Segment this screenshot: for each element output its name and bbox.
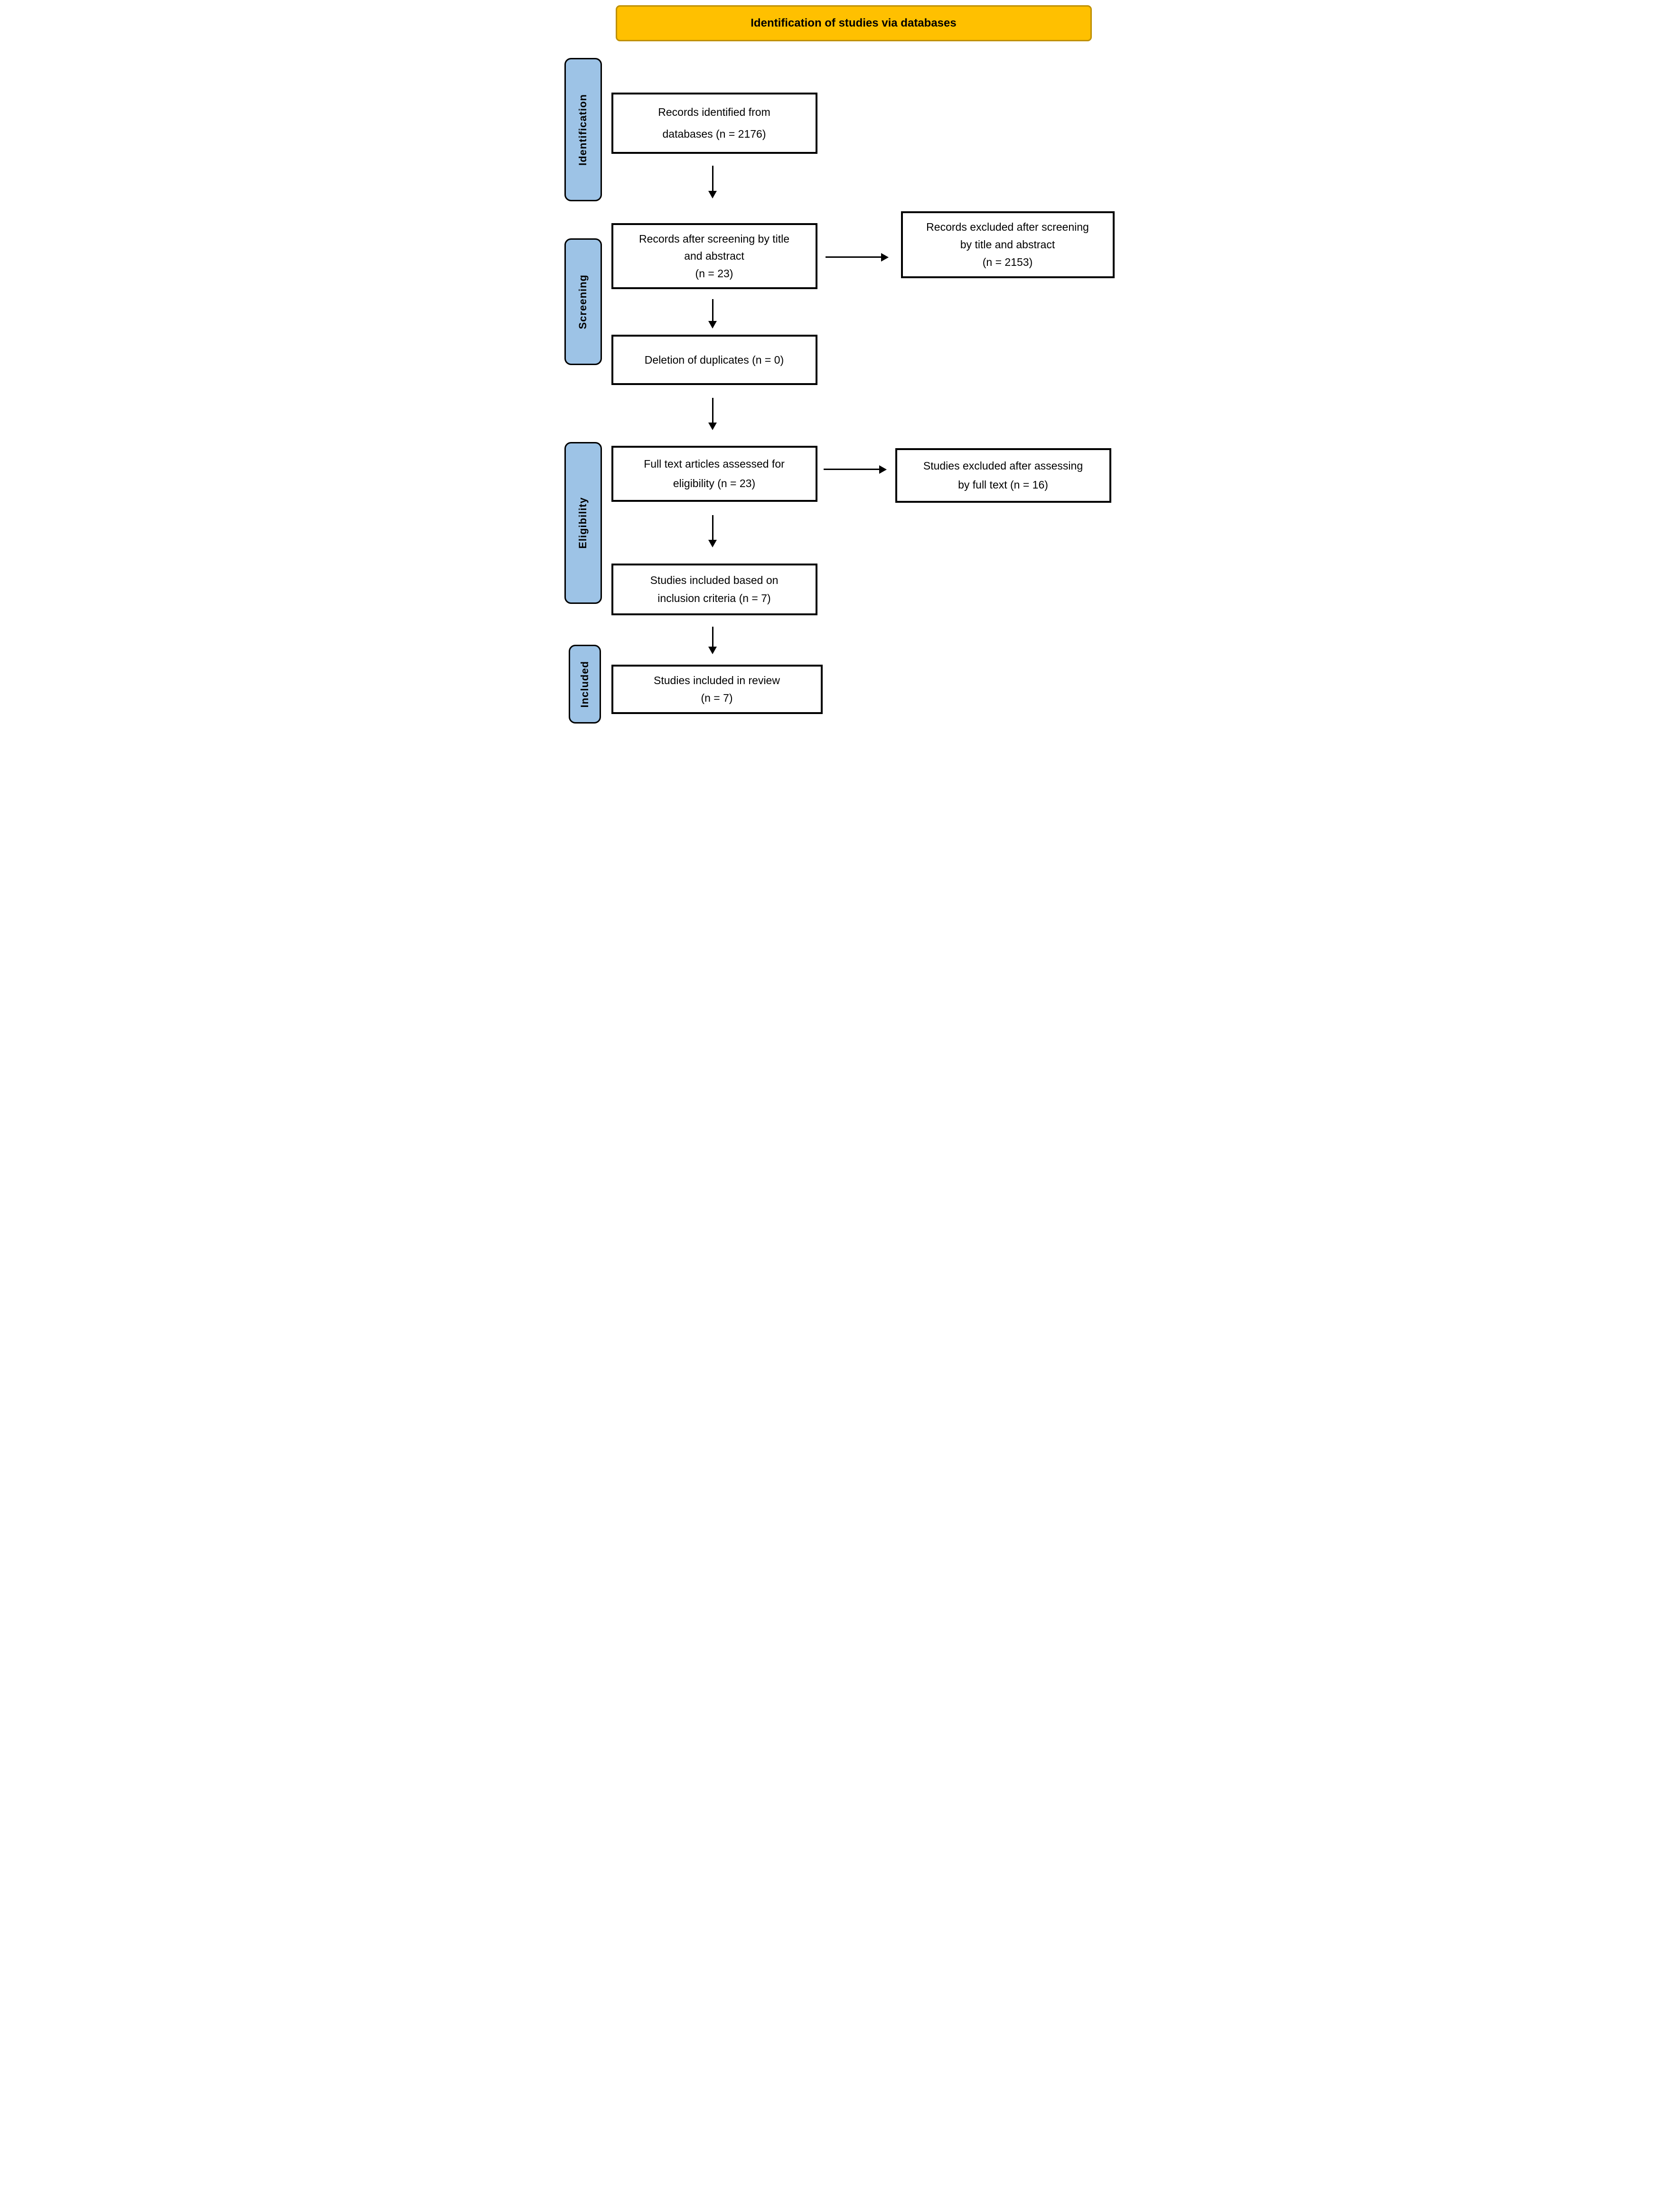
arrow-screened-to-records-excluded <box>825 256 881 258</box>
stage-bar-screening: Screening <box>564 238 602 365</box>
stage-label-eligibility: Eligibility <box>577 497 589 549</box>
flow-box-duplicates-deleted: Deletion of duplicates (n = 0) <box>611 335 817 385</box>
arrow-identified-to-screened <box>712 166 713 191</box>
stage-label-identification: Identification <box>577 94 589 166</box>
stage-label-included: Included <box>578 660 591 708</box>
stage-label-screening: Screening <box>577 274 589 329</box>
header-title: Identification of studies via databases <box>751 17 957 29</box>
stage-bar-included: Included <box>568 645 601 724</box>
header-banner: Identification of studies via databases <box>615 5 1092 41</box>
arrow-fulltext-to-studies-excluded <box>823 469 879 470</box>
flow-box-included-in-review: Studies included in review(n = 7) <box>611 665 823 714</box>
arrow-duplicates-to-fulltext <box>712 398 713 423</box>
stage-bar-eligibility: Eligibility <box>564 442 602 604</box>
prisma-flow-diagram: Identification of studies via databases … <box>560 0 1120 737</box>
arrow-criteria-to-included-review <box>712 627 713 647</box>
arrow-fulltext-to-included-criteria <box>712 515 713 540</box>
arrow-screened-to-duplicates <box>712 299 713 321</box>
stage-bar-identification: Identification <box>564 58 602 201</box>
